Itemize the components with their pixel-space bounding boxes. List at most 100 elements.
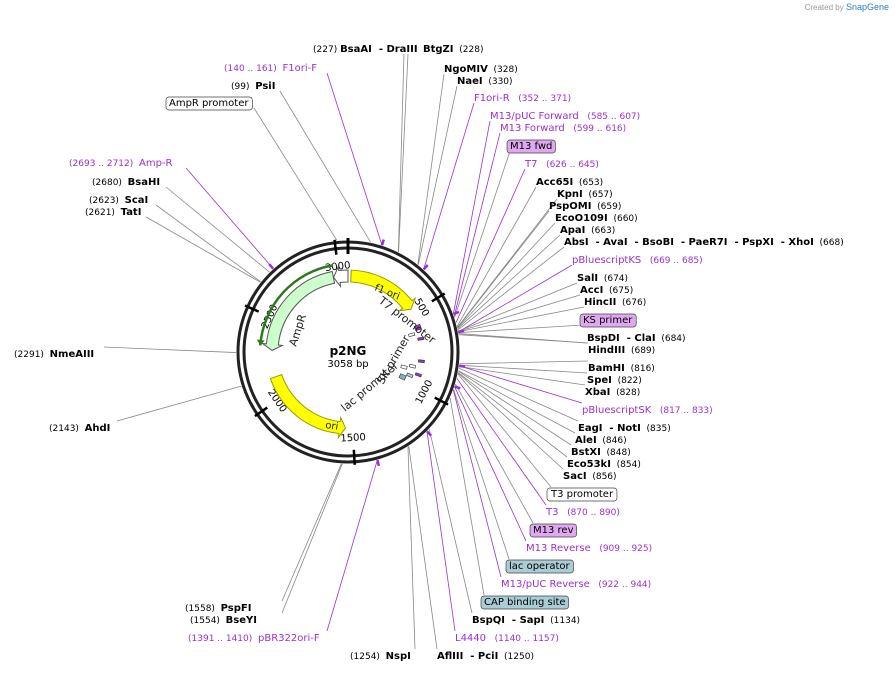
site-label[interactable]: M13 fwd — [510, 141, 552, 152]
site-label[interactable]: M13 Forward (599 .. 616) — [500, 123, 626, 134]
site-label-part: (856) — [587, 472, 617, 482]
site-label[interactable]: AleI (846) — [575, 435, 627, 446]
site-label[interactable]: SpeI (822) — [587, 375, 642, 386]
site-label[interactable]: lac operator — [509, 561, 570, 572]
site-label-part: (816) — [625, 364, 655, 374]
site-label[interactable]: T7 (626 .. 645) — [524, 159, 599, 170]
site-label[interactable]: T3 (870 .. 890) — [545, 507, 620, 518]
leader-line — [458, 324, 584, 334]
site-label[interactable]: KS primer — [583, 315, 633, 326]
site-label[interactable]: AbsI - AvaI - BsoBI - PaeR7I - PspXI - X… — [564, 237, 844, 248]
site-label[interactable]: (2693 .. 2712) Amp-R — [69, 158, 173, 169]
site-label[interactable]: (2680) BsaHI — [92, 177, 160, 188]
site-label[interactable]: (2143) AhdI — [49, 423, 110, 434]
site-label[interactable]: NgoMIV (328) — [444, 64, 518, 75]
site-label[interactable]: pBluescriptSK (817 .. 833) — [582, 405, 713, 416]
site-label[interactable]: AflIII - PciI (1250) — [437, 651, 534, 662]
feature-ampr-promoter[interactable] — [332, 264, 349, 289]
site-label[interactable]: pBluescriptKS (669 .. 685) — [572, 255, 703, 266]
site-label-part: (1554) — [190, 616, 226, 626]
site-label[interactable]: (140 .. 161) F1ori-F — [224, 63, 317, 74]
features — [256, 264, 417, 440]
site-label[interactable]: (2623) ScaI — [89, 195, 148, 206]
site-label[interactable]: HincII (676) — [584, 297, 646, 308]
site-label[interactable]: HindIII (689) — [588, 345, 655, 356]
primer-ks-arrow[interactable] — [417, 336, 425, 341]
site-label-part: M13/pUC Forward — [490, 111, 579, 122]
site-label[interactable]: M13/pUC Reverse (922 .. 944) — [501, 579, 651, 590]
site-label-part: EagI — [578, 423, 602, 434]
site-label-part: - PciI — [463, 651, 498, 662]
site-label[interactable]: T3 promoter — [550, 489, 614, 500]
site-label[interactable]: BstXI (848) — [571, 447, 631, 458]
site-label[interactable]: (99) PsiI — [231, 81, 275, 92]
primer-m13-reverse-arrow[interactable] — [414, 372, 423, 378]
site-label[interactable]: PspOMI (659) — [549, 201, 621, 212]
site-label[interactable]: BspQI - SapI (1134) — [472, 615, 580, 626]
primer-site-mark — [380, 239, 385, 246]
lac-operator-box[interactable] — [406, 372, 414, 379]
site-label[interactable]: NaeI (330) — [457, 76, 513, 87]
site-label[interactable]: EcoO109I (660) — [555, 213, 638, 224]
cap-binding-site-box[interactable] — [398, 373, 407, 381]
site-label-part: (657) — [583, 190, 613, 200]
site-label-part: - AvaI — [589, 237, 628, 248]
site-label[interactable]: (2621) TatI — [85, 207, 141, 218]
site-label-part: HindIII — [588, 345, 625, 356]
site-label[interactable]: F1ori-R (352 .. 371) — [474, 93, 571, 104]
leader-line — [423, 102, 475, 270]
site-label-part: NaeI — [457, 76, 483, 87]
leader-line — [458, 306, 585, 333]
site-label-part: ScaI — [125, 195, 149, 206]
site-label[interactable]: Eco53kI (854) — [567, 459, 641, 470]
site-label[interactable]: (1554) BseYI — [190, 615, 257, 626]
site-label-part: (99) — [231, 82, 255, 92]
t3-promoter-arrow[interactable] — [408, 363, 417, 369]
lac-promoter-arrow[interactable] — [400, 364, 408, 370]
site-label[interactable]: (1558) PspFI — [185, 603, 251, 614]
site-label-part: (328) — [488, 65, 518, 75]
leader-line — [458, 370, 576, 434]
feature-label-box — [529, 523, 577, 538]
primer-m13-forward-arrow[interactable] — [413, 323, 422, 332]
site-label[interactable]: (227) BsaAI - DraIII — [313, 44, 418, 55]
site-label-part: BamHI — [588, 363, 625, 374]
site-label[interactable]: AccI (675) — [580, 285, 633, 296]
site-label[interactable]: M13 Reverse (909 .. 925) — [526, 543, 652, 554]
leader-line — [397, 53, 405, 252]
leader-line — [417, 85, 458, 265]
feature-f1-ori[interactable] — [350, 269, 417, 312]
t7-promoter-arrow[interactable] — [408, 332, 416, 338]
site-label-part: AbsI — [564, 237, 589, 248]
site-label-part: pBR322ori-F — [258, 633, 320, 644]
site-label[interactable]: M13 rev — [533, 525, 574, 536]
site-label[interactable]: KpnI (657) — [557, 189, 613, 200]
site-label[interactable]: ApaI (663) — [560, 225, 615, 236]
feature-ampr[interactable] — [260, 270, 336, 351]
site-label-part: - ClaI — [620, 333, 656, 344]
leader-line — [426, 431, 456, 632]
feature-ori[interactable] — [269, 374, 347, 440]
site-label[interactable]: SalI (674) — [577, 273, 628, 284]
site-label[interactable]: XbaI (828) — [585, 387, 640, 398]
primer-sk-arrow[interactable] — [417, 359, 425, 364]
site-label[interactable]: SacI (856) — [563, 471, 617, 482]
site-label[interactable]: (1254) NspI — [350, 651, 411, 662]
site-label[interactable]: EagI - NotI (835) — [578, 423, 671, 434]
site-label[interactable]: BamHI (816) — [588, 363, 655, 374]
site-label[interactable]: BspDI - ClaI (684) — [587, 333, 686, 344]
site-label[interactable]: BtgZI (228) — [423, 44, 483, 55]
site-label[interactable]: L4440 (1140 .. 1157) — [455, 633, 559, 644]
leader-line — [165, 186, 270, 273]
feature-label-box — [165, 96, 253, 111]
ampr-orf-arrowhead — [256, 339, 265, 346]
site-label[interactable]: AmpR promoter — [169, 98, 249, 109]
site-label[interactable]: Acc65I (653) — [536, 177, 603, 188]
site-label[interactable]: (2291) NmeAIII — [14, 349, 94, 360]
site-label[interactable]: CAP binding site — [484, 597, 566, 608]
site-label-part: NspI — [386, 651, 411, 662]
site-label[interactable]: (1391 .. 1410) pBR322ori-F — [188, 633, 320, 644]
site-label-part: (227) — [313, 45, 340, 55]
leader-line — [453, 389, 510, 560]
site-label[interactable]: M13/pUC Forward (585 .. 607) — [490, 111, 640, 122]
